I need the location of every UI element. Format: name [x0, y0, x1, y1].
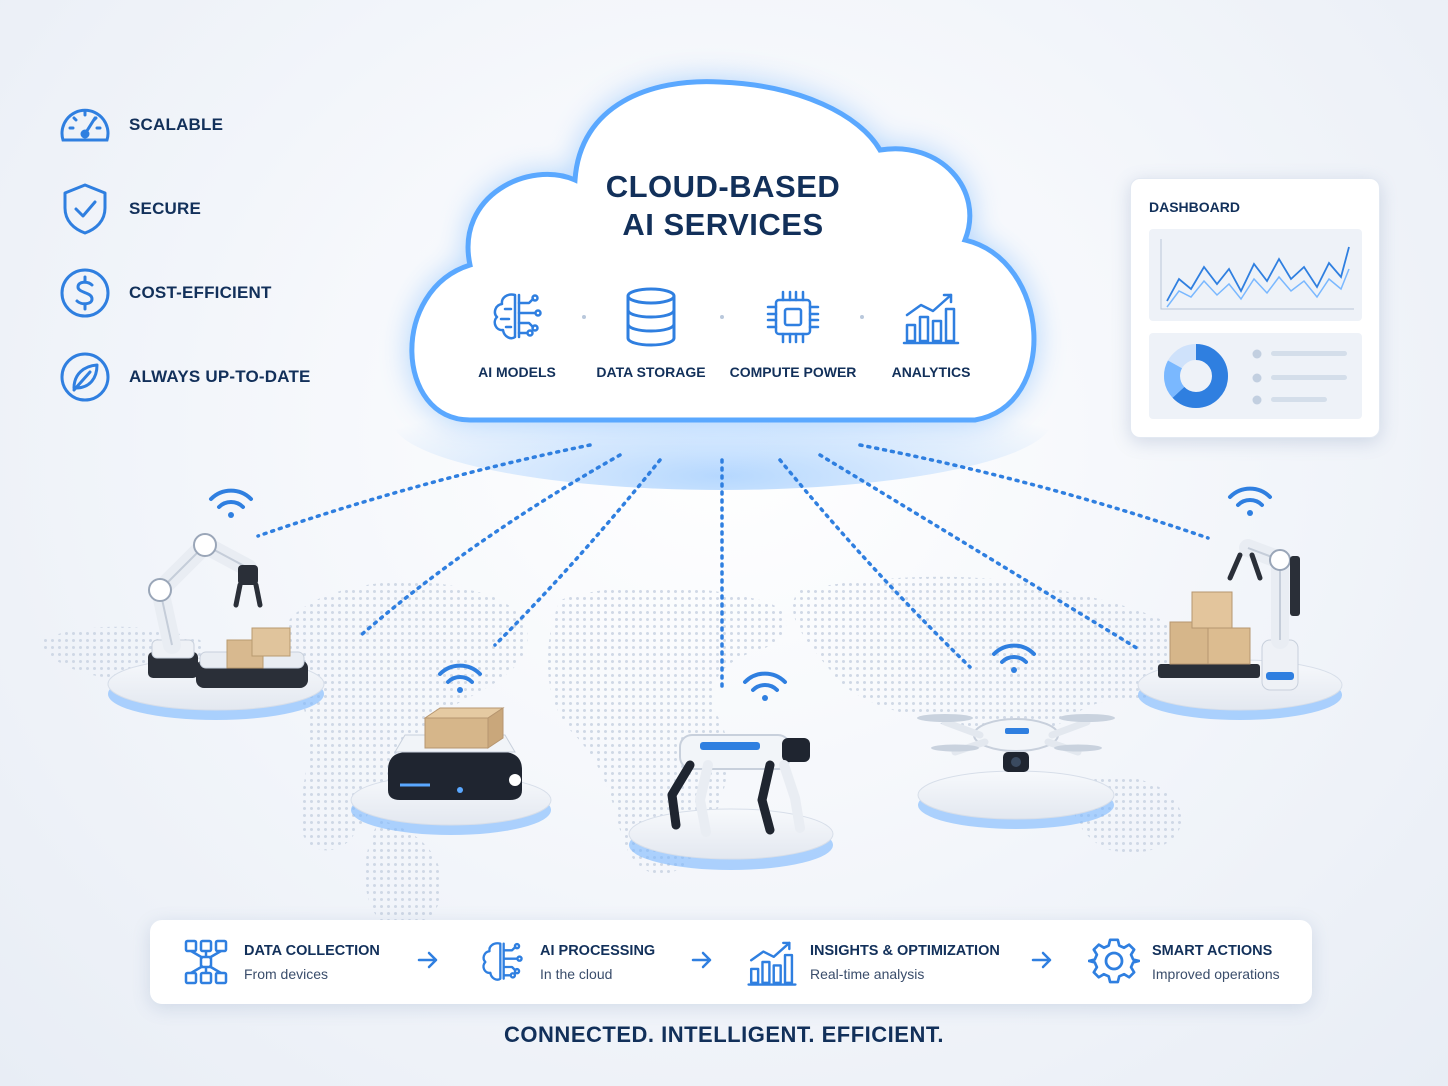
step-subtitle: Real-time analysis	[810, 965, 925, 982]
benefit-label: COST-EFFICIENT	[129, 283, 272, 302]
step-subtitle: In the cloud	[540, 965, 613, 982]
benefit-label: SCALABLE	[129, 115, 224, 134]
dollar-icon	[58, 266, 112, 320]
benefit-label: SECURE	[129, 199, 202, 218]
dashboard-line-chart	[1149, 229, 1362, 321]
cloud-title-line2: AI SERVICES	[622, 207, 824, 242]
cpu-chip-icon	[718, 282, 868, 352]
process-bar	[150, 920, 1312, 1004]
dashboard-title: DASHBOARD	[1149, 199, 1240, 215]
benefit-cost-efficient: COST-EFFICIENT	[58, 266, 272, 320]
service-label: DATA STORAGE	[596, 364, 706, 380]
tagline: CONNECTED. INTELLIGENT. EFFICIENT.	[504, 1022, 944, 1047]
database-icon	[576, 282, 726, 352]
step-data-collection: DATA COLLECTION From devices	[180, 920, 380, 1004]
cloud-title-line1: CLOUD-BASED	[605, 169, 841, 204]
service-separators	[582, 315, 864, 319]
step-title: INSIGHTS & OPTIMIZATION	[810, 942, 1000, 959]
cloud-title: CLOUD-BASED AI SERVICES	[540, 168, 906, 244]
service-data-storage: DATA STORAGE	[576, 282, 726, 380]
service-analytics: ANALYTICS	[856, 282, 1006, 380]
step-subtitle: Improved operations	[1152, 965, 1280, 982]
benefit-secure: SECURE	[58, 182, 201, 236]
dashboard-card[interactable]: DASHBOARD	[1130, 178, 1380, 438]
bar-chart-icon	[746, 936, 798, 988]
arrow-right-icon	[417, 951, 438, 969]
step-subtitle: From devices	[244, 965, 329, 982]
cloud-shape	[409, 79, 1037, 423]
arrow-right-icon	[691, 951, 712, 969]
connection-lines	[256, 443, 1210, 692]
benefit-scalable: SCALABLE	[58, 98, 223, 152]
brain-circuit-icon	[476, 936, 528, 988]
leaf-icon	[58, 350, 112, 404]
service-ai-models: AI MODELS	[442, 282, 592, 380]
benefit-always-up-to-date: ALWAYS UP-TO-DATE	[58, 350, 311, 404]
delivery-robot-illustration	[388, 707, 522, 800]
wifi-icons	[209, 486, 1272, 701]
service-label: COMPUTE POWER	[729, 364, 857, 380]
drone-illustration	[917, 714, 1115, 772]
benefit-label: ALWAYS UP-TO-DATE	[129, 367, 311, 386]
step-title: DATA COLLECTION	[244, 942, 380, 959]
dashboard-donut-panel	[1149, 333, 1362, 419]
robotic-arm-conveyor-illustration	[148, 533, 308, 688]
speedometer-icon	[58, 98, 112, 152]
step-title: SMART ACTIONS	[1152, 942, 1273, 959]
quadruped-robot-illustration	[667, 734, 810, 837]
shield-check-icon	[58, 182, 112, 236]
world-map	[40, 576, 1202, 931]
brain-circuit-icon	[442, 282, 592, 352]
network-nodes-icon	[180, 936, 232, 988]
step-ai-processing: AI PROCESSING In the cloud	[476, 920, 655, 1004]
service-label: AI MODELS	[478, 364, 556, 380]
service-compute-power: COMPUTE POWER	[718, 282, 868, 380]
step-insights-optimization: INSIGHTS & OPTIMIZATION Real-time analys…	[746, 920, 1000, 1004]
step-smart-actions: SMART ACTIONS Improved operations	[1088, 920, 1280, 1004]
gear-icon	[1088, 936, 1140, 988]
arrow-right-icon	[1031, 951, 1052, 969]
step-title: AI PROCESSING	[540, 942, 656, 959]
palletizing-arm-illustration	[1158, 539, 1300, 691]
bar-chart-icon	[856, 282, 1006, 352]
service-label: ANALYTICS	[891, 364, 971, 380]
